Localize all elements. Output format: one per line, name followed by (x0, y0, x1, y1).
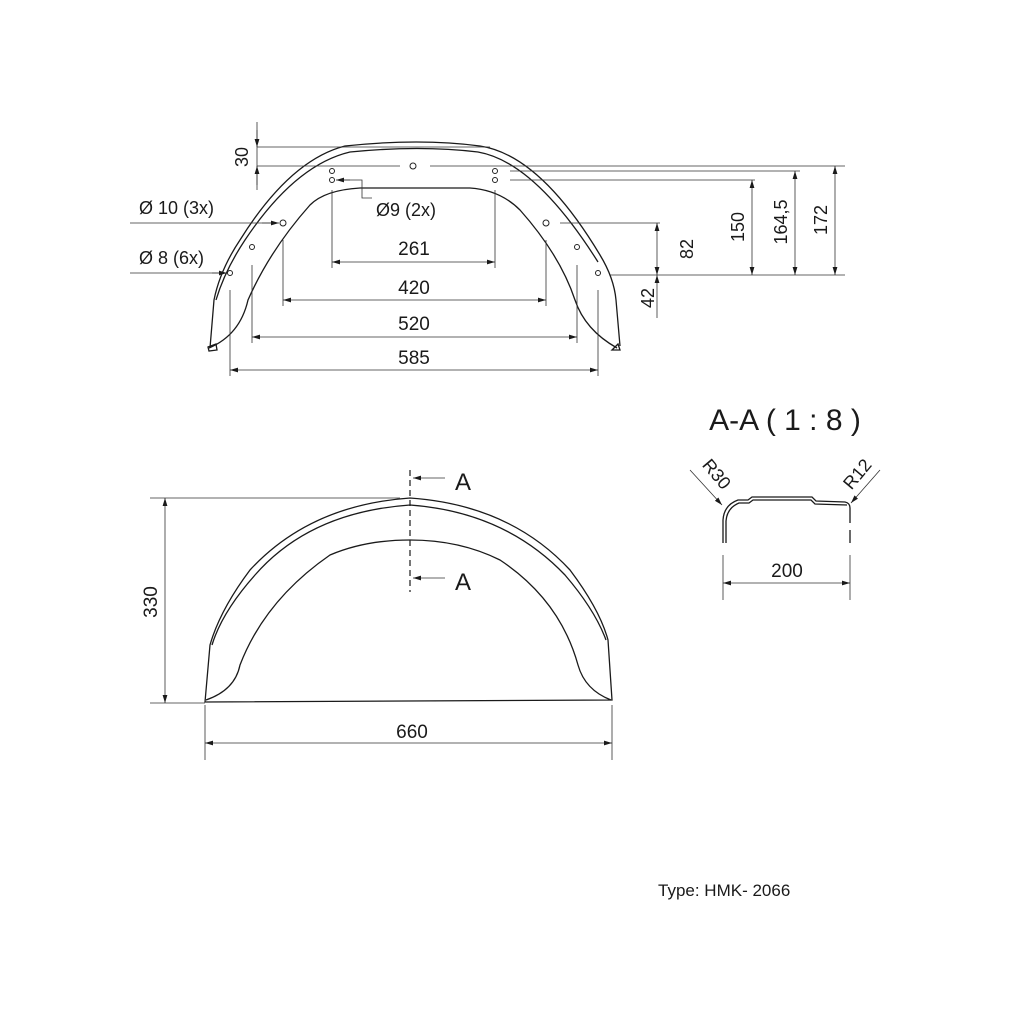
dim-42: 42 (638, 288, 658, 308)
hole-label-d9: Ø9 (2x) (376, 200, 436, 220)
side-outer (204, 497, 613, 703)
hole-label-d8: Ø 8 (6x) (139, 248, 204, 268)
dim-30: 30 (232, 147, 252, 167)
mounting-holes (227, 162, 601, 276)
dim-200: 200 (771, 561, 803, 582)
dim-520: 520 (398, 314, 430, 335)
section-profile (722, 496, 851, 543)
radius-r30: R30 (698, 455, 735, 493)
fender-ends (207, 342, 621, 352)
fender-inner-flange (215, 147, 599, 301)
dim-330: 330 (141, 586, 162, 618)
dim-150: 150 (728, 212, 748, 242)
fender-outer-edge (209, 141, 621, 349)
top-view-fender: 261 420 520 585 30 82 42 150 164,5 172 Ø… (130, 122, 845, 376)
type-label: Type: HMK- 2066 (658, 881, 790, 900)
dim-420: 420 (398, 278, 430, 299)
side-arch (205, 539, 612, 701)
dim-172: 172 (811, 205, 831, 235)
side-flange (211, 504, 607, 646)
radius-r12: R12 (839, 455, 876, 493)
dim-261: 261 (398, 239, 430, 260)
dim-82: 82 (677, 239, 697, 259)
section-title: A-A ( 1 : 8 ) (709, 404, 861, 437)
fender-arch (208, 187, 618, 349)
dim-164-5: 164,5 (771, 199, 791, 244)
dim-660: 660 (396, 722, 428, 743)
side-view-fender: A A 330 660 (141, 469, 613, 760)
section-a-a: A-A ( 1 : 8 ) R30 R12 200 (689, 404, 881, 600)
hole-label-d10: Ø 10 (3x) (139, 198, 214, 218)
section-mark-bottom: A (455, 569, 471, 596)
dim-585: 585 (398, 348, 430, 369)
section-mark-top: A (455, 469, 471, 496)
